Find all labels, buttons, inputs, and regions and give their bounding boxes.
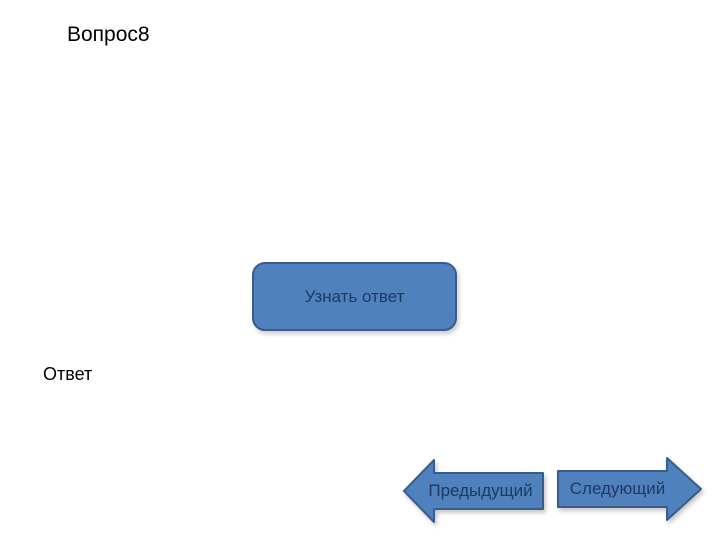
left-arrow-icon: [403, 459, 544, 523]
right-arrow-icon: [557, 457, 702, 521]
next-button[interactable]: Следующий: [556, 456, 703, 522]
answer-label: Ответ: [43, 364, 93, 384]
reveal-answer-button[interactable]: Узнать ответ: [252, 262, 457, 331]
previous-button[interactable]: Предыдущий: [402, 458, 545, 524]
question-title: Вопрос8: [67, 23, 150, 46]
